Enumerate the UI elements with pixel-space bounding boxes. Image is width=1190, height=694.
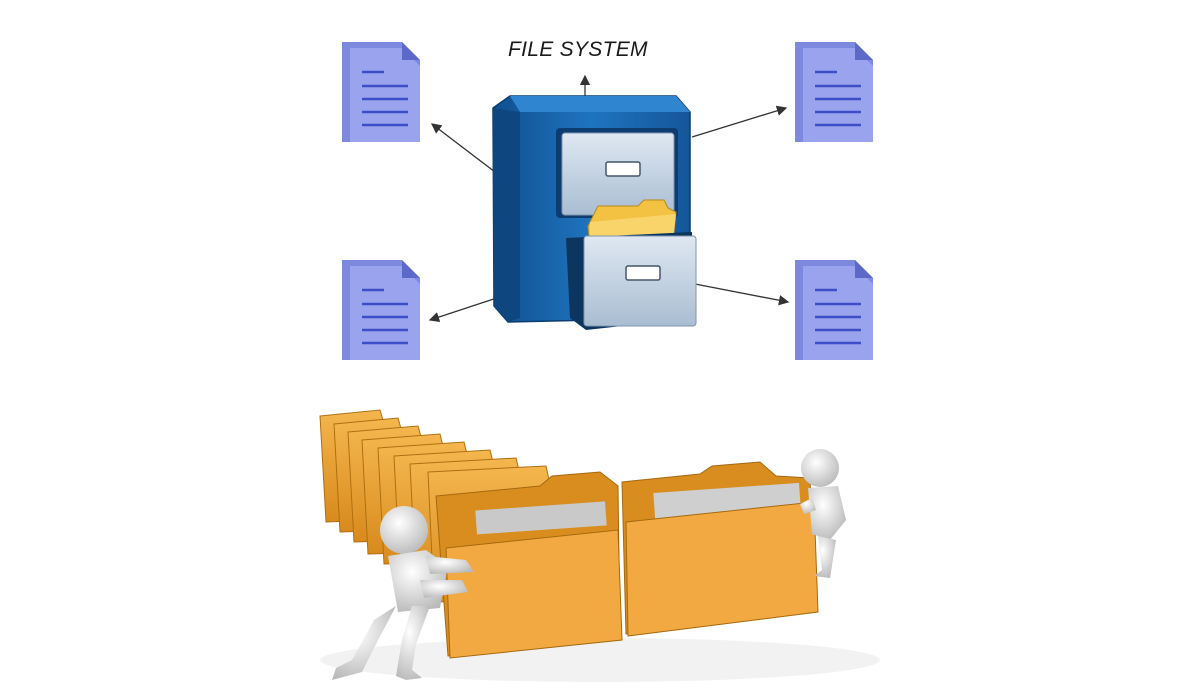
diagram-title: FILE SYSTEM [508,38,648,61]
document-icon [795,260,873,360]
edge-to-doc-top-right [691,105,788,138]
document-icon [342,260,420,360]
edge-to-doc-bottom-right [694,283,790,306]
figure-right [800,449,846,578]
file-cabinet-icon [492,95,697,330]
folders-row-with-figures-icon [319,409,880,682]
document-icon [795,42,873,142]
document-icon [342,42,420,142]
figure-left [332,506,474,680]
edge-to-doc-top-left [430,123,496,173]
